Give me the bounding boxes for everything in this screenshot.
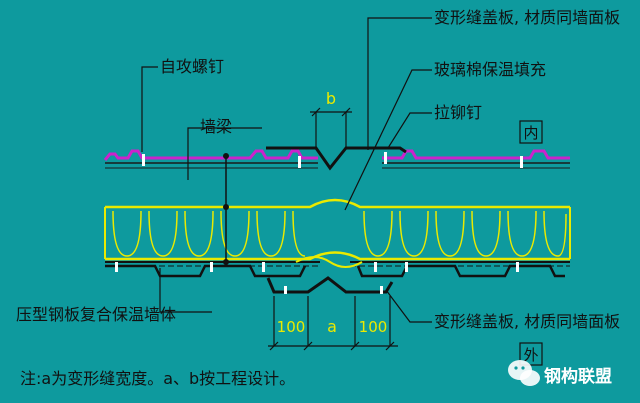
- bottom-wall-panel-right: [350, 261, 570, 278]
- label-bottom-cover: 变形缝盖板, 材质同墙面板: [434, 312, 620, 331]
- self-tapping-screws-top: [142, 152, 523, 168]
- design-note: 注:a为变形缝宽度。a、b按工程设计。: [20, 369, 295, 388]
- dimension-bottom: [268, 296, 398, 351]
- dimension-left-100: 100: [277, 318, 306, 336]
- dimension-right-100: 100: [359, 318, 388, 336]
- bottom-joint-cover: [266, 276, 394, 294]
- wechat-icon: [508, 360, 540, 386]
- inner-side-marker: 内: [519, 120, 543, 144]
- wall-beam-axis: [223, 153, 229, 265]
- dimension-b: [310, 107, 352, 148]
- inner-side-label: 内: [523, 124, 538, 142]
- label-insulation-fill: 玻璃棉保温填充: [434, 60, 546, 79]
- self-tapping-screws-bottom: [115, 262, 519, 294]
- outer-side-label: 外: [523, 346, 538, 364]
- label-self-tapping-screw: 自攻螺钉: [160, 57, 224, 76]
- label-wall-beam: 墙梁: [200, 117, 232, 136]
- insulation-panel: [104, 198, 571, 261]
- dimension-a-label: a: [327, 317, 337, 336]
- leader-lines: [141, 17, 432, 323]
- dimension-b-label: b: [326, 89, 336, 108]
- joint-insulation-fold: [295, 256, 363, 268]
- top-joint-cover: [266, 146, 407, 171]
- watermark-text: 钢构联盟: [544, 366, 612, 387]
- top-wall-panel-left: [103, 149, 318, 169]
- label-top-cover: 变形缝盖板, 材质同墙面板: [434, 8, 620, 27]
- fiberglass-loops-left: [112, 210, 306, 257]
- watermark: 钢构联盟: [508, 360, 612, 387]
- fiberglass-loops-right: [363, 210, 567, 257]
- label-rivet: 拉铆钉: [434, 103, 482, 122]
- label-composite-wall: 压型钢板复合保温墙体: [16, 305, 176, 324]
- top-wall-panel-right: [382, 149, 570, 169]
- outer-side-marker: 外: [519, 342, 543, 366]
